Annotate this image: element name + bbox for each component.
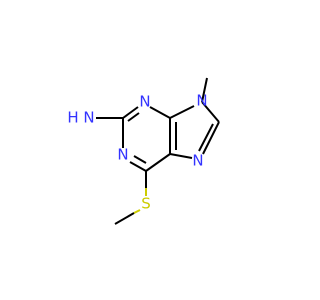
bond-s-methyl: [114, 212, 135, 225]
bond-n9-c8: [201, 101, 220, 123]
atom-n7: N: [192, 152, 203, 170]
bond-n7-c5: [169, 153, 193, 159]
bond-n9-methyl: [201, 77, 208, 103]
bond-c8-n7: [202, 121, 220, 155]
bond-n3-c2: [122, 106, 139, 119]
bond-c4-n9: [169, 105, 195, 119]
bond-n1-c6: [129, 161, 147, 172]
atom-n9: N: [196, 92, 207, 110]
bond-s-methyl-sulfur-end: [133, 209, 141, 214]
molecule-structure: N N N N H N S: [67, 77, 220, 225]
bond-c8-n7-second: [198, 123, 214, 152]
bond-c4-n3: [149, 106, 171, 119]
bond-n3-c2-second: [127, 112, 140, 122]
bond-n1-c6-second: [133, 155, 147, 164]
atom-n1: N: [117, 146, 128, 164]
atom-amine-n: N: [83, 109, 94, 127]
atom-s: S: [141, 195, 151, 213]
molecule-canvas: N N N N H N S: [67, 77, 220, 225]
atom-n3: N: [139, 93, 150, 111]
bond-c6-c5: [145, 153, 171, 172]
atom-amine-h: H: [67, 109, 78, 127]
